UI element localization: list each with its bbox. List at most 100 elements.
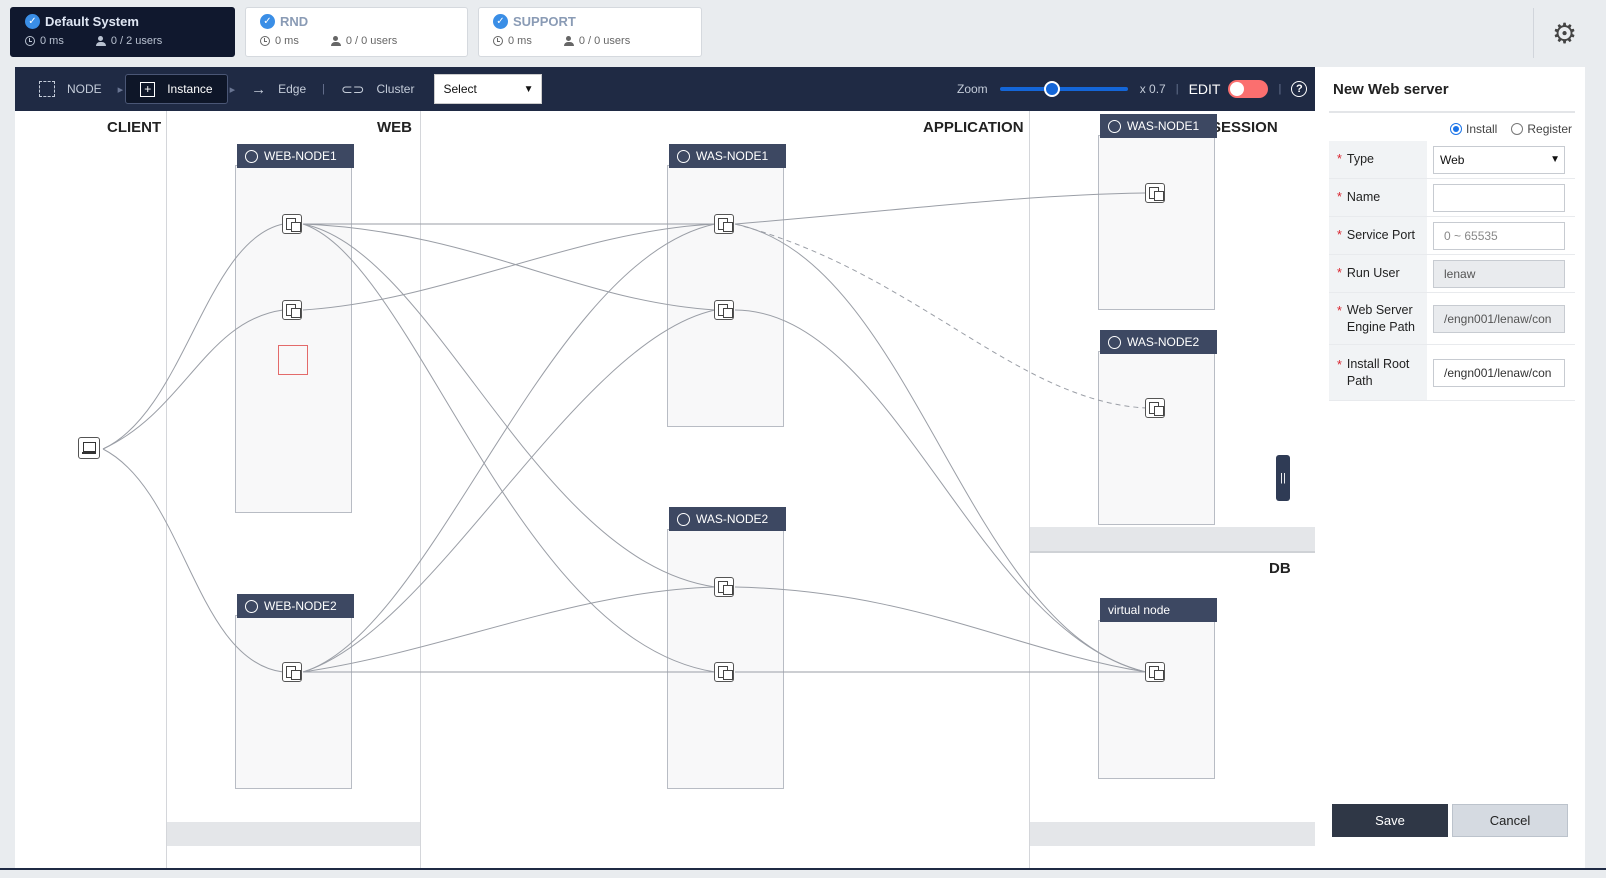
web-node1-header[interactable]: WEB-NODE1 (237, 144, 354, 168)
edge-was1a-db (734, 223, 1147, 673)
system-name: RND (280, 14, 309, 29)
cancel-button[interactable]: Cancel (1452, 804, 1568, 837)
mode-radio-group: Install Register (1450, 122, 1572, 136)
system-users: 0 / 2 users (110, 35, 163, 47)
was-instance-icon[interactable] (714, 300, 734, 320)
system-tab-default[interactable]: ✓Default System 0 ms 0 / 2 users (10, 7, 235, 57)
client-icon[interactable] (78, 437, 100, 459)
was-instance-icon[interactable] (714, 577, 734, 597)
radio-selected-icon (1450, 123, 1462, 135)
session-was-node1-header[interactable]: WAS-NODE1 (1100, 114, 1217, 138)
user-icon (563, 36, 574, 46)
column-divider (166, 111, 167, 868)
web-column-scroll[interactable] (167, 822, 420, 846)
session-was-node1-container[interactable] (1098, 135, 1215, 310)
edge-web2-was1b (302, 309, 716, 673)
web-instance-icon[interactable] (282, 214, 302, 234)
system-tab-rnd[interactable]: ✓RND 0 ms 0 / 0 users (245, 7, 468, 57)
help-icon[interactable]: ? (1291, 81, 1308, 97)
check-circle-icon: ✓ (260, 14, 275, 29)
gear-icon[interactable]: ⚙ (1552, 18, 1578, 49)
web-instance-icon[interactable] (282, 662, 302, 682)
was-node2-container[interactable] (667, 529, 784, 789)
system-latency: 0 ms (40, 35, 64, 47)
topology-canvas[interactable]: CLIENT WEB APPLICATION SESSION DB WEB-NO… (15, 111, 1315, 868)
edge-web2-was2a (302, 586, 716, 673)
clock-icon (493, 36, 503, 46)
node-name: WAS-NODE2 (1127, 335, 1200, 349)
web-instance-icon[interactable] (282, 300, 302, 320)
cluster-select[interactable]: Select ▼ (434, 74, 543, 104)
system-tab-support[interactable]: ✓SUPPORT 0 ms 0 / 0 users (478, 7, 702, 57)
radio-unselected-icon (1511, 123, 1524, 135)
network-icon (1108, 335, 1121, 349)
type-select[interactable]: Web▼ (1433, 145, 1565, 174)
node-name: WEB-NODE2 (264, 599, 337, 613)
register-radio-label: Register (1527, 122, 1573, 136)
edit-toggle[interactable] (1228, 80, 1269, 98)
node-name: WEB-NODE1 (264, 149, 337, 163)
edge-tool-button[interactable]: → Edge (237, 74, 320, 104)
was-node1-header[interactable]: WAS-NODE1 (669, 144, 786, 168)
session-instance-icon[interactable] (1145, 183, 1165, 203)
install-radio[interactable]: Install (1450, 122, 1497, 136)
register-radio[interactable]: Register (1511, 122, 1572, 136)
edge-web1a-was1b (302, 223, 716, 311)
cluster-select-value: Select (443, 82, 477, 96)
db-instance-icon[interactable] (1145, 662, 1165, 682)
header-divider (1533, 8, 1534, 58)
name-label: *Name (1329, 179, 1427, 216)
network-icon (677, 512, 690, 526)
node-name: WAS-NODE2 (696, 512, 769, 526)
zoom-slider-thumb[interactable] (1044, 81, 1061, 97)
session-instance-icon[interactable] (1145, 398, 1165, 418)
type-label: *Type (1329, 141, 1427, 178)
engine-path-label-text: Web Server Engine Path (1346, 302, 1415, 334)
web-node2-header[interactable]: WEB-NODE2 (237, 594, 354, 618)
run-user-label-text: Run User (1346, 266, 1400, 281)
edge-web1a-was2b (302, 223, 716, 673)
zoom-slider[interactable] (999, 81, 1128, 97)
service-port-input[interactable]: 0 ~ 65535 (1433, 221, 1565, 250)
user-icon (95, 36, 106, 46)
network-icon (677, 149, 690, 163)
session-was-node2-container[interactable] (1098, 351, 1215, 525)
check-circle-icon: ✓ (493, 14, 508, 29)
edge-was1a-session1 (734, 192, 1147, 225)
zoom-value: x 0.7 (1139, 82, 1166, 96)
right-gutter (1585, 67, 1606, 868)
instance-drop-placeholder[interactable] (278, 345, 308, 375)
save-button[interactable]: Save (1332, 804, 1448, 837)
panel-collapse-handle[interactable]: || (1276, 455, 1290, 501)
virtual-node-container[interactable] (1098, 620, 1215, 779)
node-tool-button[interactable]: NODE (25, 74, 116, 104)
service-port-label-text: Service Port (1346, 228, 1415, 243)
column-title-web: WEB (377, 119, 412, 136)
session-column-scroll[interactable] (1030, 527, 1315, 551)
was-node1-container[interactable] (667, 165, 784, 427)
arrow-right-icon: → (251, 80, 267, 98)
edge-web1a-was2a (302, 223, 716, 588)
column-title-application: APPLICATION (923, 119, 1024, 136)
virtual-node-header[interactable]: virtual node (1100, 598, 1217, 622)
plus-square-icon: + (140, 81, 156, 97)
column-title-client: CLIENT (107, 119, 162, 136)
required-marker: * (1337, 266, 1342, 281)
name-input[interactable] (1433, 183, 1565, 212)
was-node2-header[interactable]: WAS-NODE2 (669, 507, 786, 531)
cluster-tool-button[interactable]: ⊂⊃ Cluster (327, 74, 428, 104)
web-node2-container[interactable] (235, 615, 352, 789)
db-column-scroll[interactable] (1030, 822, 1315, 846)
was-instance-icon[interactable] (714, 662, 734, 682)
instance-tool-button[interactable]: + Instance (125, 74, 228, 104)
edge-web1b-was1a (302, 223, 716, 311)
system-latency: 0 ms (275, 35, 299, 47)
edit-label: EDIT (1188, 81, 1221, 97)
node-name: virtual node (1108, 603, 1171, 617)
session-was-node2-header[interactable]: WAS-NODE2 (1100, 330, 1217, 354)
install-root-input[interactable]: /engn001/lenaw/con (1433, 358, 1565, 387)
was-instance-icon[interactable] (714, 214, 734, 234)
install-root-label-text: Install Root Path (1346, 356, 1410, 388)
install-radio-label: Install (1466, 122, 1498, 136)
required-marker: * (1337, 190, 1342, 205)
